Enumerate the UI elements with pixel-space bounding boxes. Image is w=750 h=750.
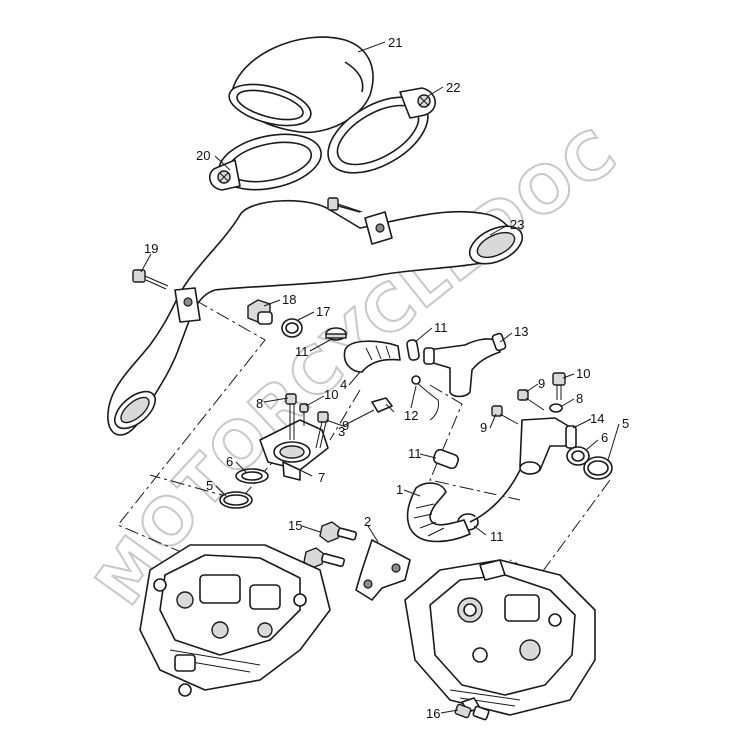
bolt-15-lower xyxy=(303,547,346,569)
callout-5-right: 5 xyxy=(622,416,629,431)
o-ring-17 xyxy=(281,318,303,338)
callout-8-right: 8 xyxy=(576,391,583,406)
callout-16: 16 xyxy=(426,706,440,721)
cylinder-head-left xyxy=(139,544,331,697)
bolt-15-upper xyxy=(319,521,358,543)
y-fitting-13 xyxy=(423,332,507,398)
callout-7: 7 xyxy=(318,470,325,485)
sensor-wire-12 xyxy=(411,375,439,421)
callout-11-c: 11 xyxy=(408,446,422,461)
callout-9-right-lower: 9 xyxy=(480,420,487,435)
bolt-9-right-upper xyxy=(517,389,545,411)
leader-lines xyxy=(140,41,620,714)
bolt-8-left xyxy=(285,393,297,440)
callout-9-left: 9 xyxy=(342,418,349,433)
plug-18 xyxy=(247,299,273,325)
callout-19: 19 xyxy=(144,241,158,256)
seal-6-left xyxy=(235,468,269,484)
seal-6-right xyxy=(566,446,590,466)
hose-clip-upper-left xyxy=(325,327,347,341)
outlet-elbow-14 xyxy=(519,417,577,475)
callout-21: 21 xyxy=(388,35,402,50)
callout-9-right-upper: 9 xyxy=(538,376,545,391)
callout-12: 12 xyxy=(404,408,418,423)
callout-20: 20 xyxy=(196,148,210,163)
callout-labels: 21 22 20 23 19 18 17 11 11 13 4 12 3 8 1… xyxy=(144,35,629,721)
washer-8-right xyxy=(549,403,563,413)
callout-6-left: 6 xyxy=(226,454,233,469)
o-ring-5-right xyxy=(583,456,613,480)
callout-22: 22 xyxy=(446,80,460,95)
callout-1: 1 xyxy=(396,482,403,497)
callout-11-a: 11 xyxy=(295,344,309,359)
callout-6-right: 6 xyxy=(601,430,608,445)
bolt-9-left xyxy=(315,411,329,449)
bolt-19 xyxy=(132,269,169,290)
callout-8-left: 8 xyxy=(256,396,263,411)
callout-13: 13 xyxy=(514,324,528,339)
callout-10-right: 10 xyxy=(576,366,590,381)
intake-duct xyxy=(107,199,524,436)
bracket-2 xyxy=(355,539,411,601)
short-hose-4 xyxy=(343,340,401,373)
callout-10-left: 10 xyxy=(324,387,338,402)
temp-sensor-16 xyxy=(454,697,490,721)
callout-23: 23 xyxy=(510,217,524,232)
callout-18: 18 xyxy=(282,292,296,307)
bolt-9-right-lower xyxy=(491,405,519,425)
callout-11-d: 11 xyxy=(490,529,504,544)
callout-14: 14 xyxy=(590,411,604,426)
hose-clip-upper-right xyxy=(406,339,420,361)
duct-bolt xyxy=(327,197,363,213)
bolt-10-right xyxy=(552,372,566,400)
long-hose-1 xyxy=(406,469,521,543)
callout-15: 15 xyxy=(288,518,302,533)
o-ring-5-left xyxy=(219,491,253,509)
intake-clamp-left xyxy=(209,133,322,191)
intake-clamp-right xyxy=(327,87,436,174)
thermostat-housing-7 xyxy=(259,419,329,481)
callout-5-left: 5 xyxy=(206,478,213,493)
callout-4: 4 xyxy=(340,377,347,392)
sensor-3 xyxy=(371,397,395,413)
callout-17: 17 xyxy=(316,304,330,319)
callout-11-b: 11 xyxy=(434,320,448,335)
cylinder-head-right xyxy=(404,559,596,716)
callout-3: 3 xyxy=(338,424,345,439)
callout-2: 2 xyxy=(364,514,371,529)
hose-clip-mid xyxy=(432,448,460,470)
intake-elbow-boot xyxy=(228,36,374,134)
